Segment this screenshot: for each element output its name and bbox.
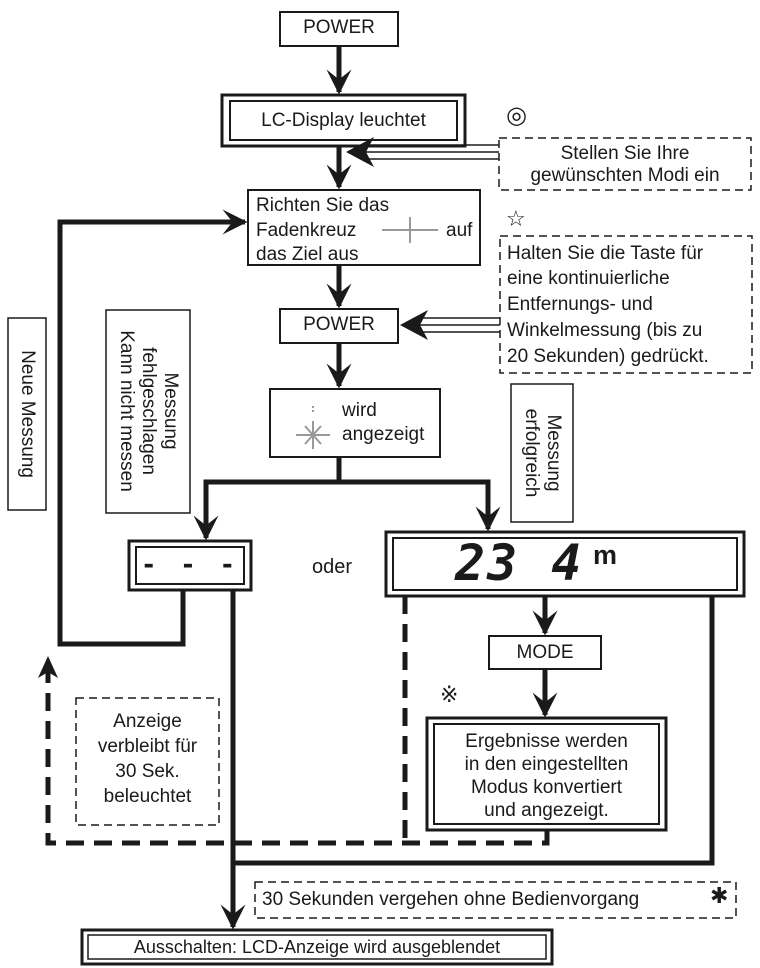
asterisk-icon: ✱ xyxy=(710,884,729,909)
reference-mark-icon: ※ xyxy=(440,683,459,708)
displayed-box xyxy=(269,388,441,458)
lc-display-box-outer xyxy=(220,93,467,148)
power-box-middle xyxy=(279,308,399,344)
remains-note-box xyxy=(75,697,220,826)
dashed-arrow-head xyxy=(38,656,58,678)
line-lcd-right-timeout xyxy=(233,596,715,866)
modes-note-line-2: gewünschten Modi ein xyxy=(530,165,720,186)
converted-line-1: Ergebnisse werden xyxy=(465,731,628,752)
failure-display-inner xyxy=(135,546,245,585)
arrow-new-measurement-loop xyxy=(57,209,248,647)
remains-note-line-1: Anzeige xyxy=(113,711,182,732)
success-label-line-2: erfolgreich xyxy=(521,408,542,498)
aim-box xyxy=(247,189,481,266)
timeout-note-box xyxy=(254,881,737,919)
timeout-note: 30 Sekunden vergehen ohne Bedienvorgang xyxy=(262,889,640,910)
arrow-branch-failure xyxy=(193,479,339,541)
remains-note-line-2: verbleibt für xyxy=(97,736,198,757)
converted-box-outer xyxy=(425,716,668,832)
failure-display-dashes: - - - xyxy=(140,550,240,580)
lcd-distance-value: 23 4 xyxy=(455,534,584,592)
hold-note-line-2: eine kontinuierliche xyxy=(507,268,670,289)
lc-display-box-inner xyxy=(229,100,458,141)
remains-note-line-4: beleuchtet xyxy=(103,786,192,807)
power-button-label-top[interactable]: POWER xyxy=(303,17,375,38)
reticle-symbol-icon xyxy=(296,406,330,449)
mode-button-label[interactable]: MODE xyxy=(516,642,574,663)
power-button-label-middle[interactable]: POWER xyxy=(303,314,375,335)
shutdown-label: Ausschalten: LCD-Anzeige wird ausgeblend… xyxy=(133,937,501,957)
hold-note-line-3: Entfernungs- und xyxy=(507,294,653,315)
hold-note-line-4: Winkelmessung (bis zu xyxy=(507,320,703,341)
failed-label-line-2: fehlgeschlagen xyxy=(138,347,159,475)
modes-note-box xyxy=(498,137,752,191)
success-label-line-1: Messung xyxy=(543,414,564,492)
triple-arrow-hold xyxy=(400,310,500,340)
shutdown-box-inner xyxy=(87,934,547,960)
failed-label-line-1: Messung xyxy=(160,372,181,450)
hold-note-line-1: Halten Sie die Taste für xyxy=(507,243,704,264)
failed-label-box xyxy=(105,309,191,514)
new-measurement-label-box xyxy=(7,317,47,511)
crosshair-icon xyxy=(382,217,438,243)
or-label: oder xyxy=(312,556,353,578)
hold-note-line-5: 20 Sekunden) gedrückt. xyxy=(507,346,709,367)
power-box-top xyxy=(279,11,399,47)
remains-note-line-3: 30 Sek. xyxy=(115,761,180,782)
displayed-line-1: wird xyxy=(342,400,377,421)
success-label: Messung erfolgreich xyxy=(520,384,564,522)
aim-line-2-on: auf xyxy=(446,220,473,241)
aim-line-1: Richten Sie das xyxy=(256,195,390,216)
modes-note-line-1: Stellen Sie Ihre xyxy=(560,143,690,164)
triple-arrow-modes xyxy=(346,137,499,167)
converted-line-4: und angezeigt. xyxy=(484,800,609,821)
star-icon: ☆ xyxy=(506,207,526,232)
arrow-branch-success xyxy=(339,479,501,532)
converted-line-3: Modus konvertiert xyxy=(470,777,622,798)
converted-box-inner xyxy=(433,723,660,825)
new-measurement-label: Neue Messung xyxy=(17,350,38,478)
failed-label: Messung fehlgeschlagen Kann nicht messen xyxy=(115,310,181,512)
double-circle-icon: ◎ xyxy=(506,101,527,129)
converted-line-2: in den eingestellten xyxy=(464,754,629,775)
success-label-box xyxy=(510,383,574,523)
aim-line-2-crosshair: Fadenkreuz xyxy=(256,220,357,241)
failed-label-line-3: Kann nicht messen xyxy=(116,330,137,492)
hold-note-box xyxy=(499,235,753,374)
aim-line-3: das Ziel aus xyxy=(256,244,359,265)
lcd-unit: m xyxy=(593,540,618,570)
lcd-result-outer xyxy=(384,530,746,598)
dashed-arrow-display-remains xyxy=(45,668,550,846)
lcd-result-inner xyxy=(392,537,738,591)
displayed-line-2: angezeigt xyxy=(342,424,425,445)
lc-display-label: LC-Display leuchtet xyxy=(261,110,426,131)
failure-display-outer xyxy=(127,539,253,592)
